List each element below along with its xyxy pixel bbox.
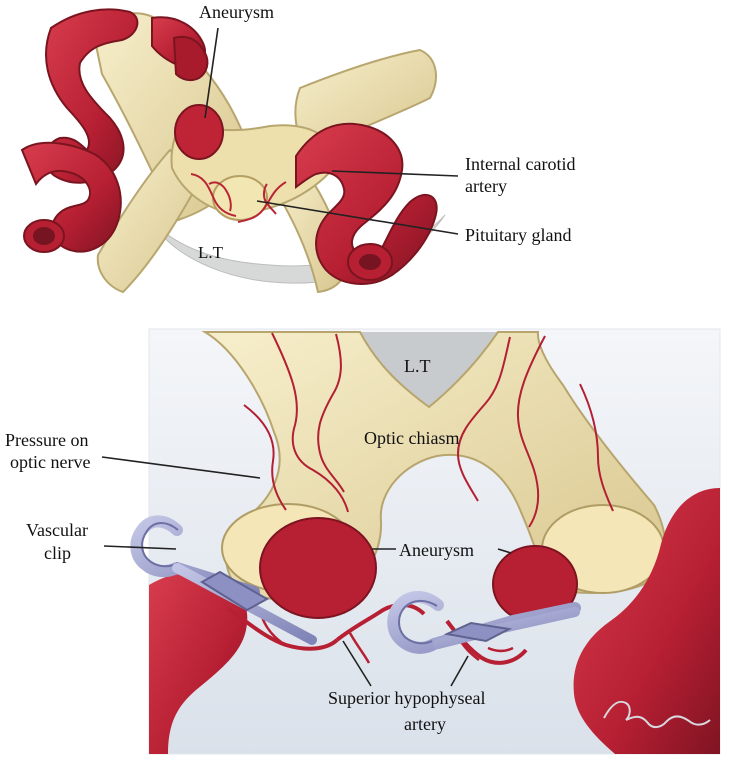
- top-leader-pituitary: [256, 200, 459, 235]
- bottom-vessel-3: [243, 404, 287, 511]
- bottom-vessel-5: [456, 336, 511, 502]
- bottom-label-lt: L.T: [404, 356, 431, 376]
- bottom-illustration: L.T Optic chiasm Pressure on optic nerve…: [5, 328, 721, 755]
- bottom-small-artery-left: [226, 607, 339, 651]
- top-label-aneurysm: Aneurysm: [199, 2, 274, 22]
- bottom-leader-superior-right: [450, 655, 469, 687]
- top-artery-left-end-lumen: [33, 227, 55, 245]
- bottom-label-pressure-line2: optic nerve: [10, 452, 90, 472]
- top-label-lt: L.T: [198, 243, 224, 262]
- bottom-leader-superior-left: [342, 640, 372, 687]
- bottom-label-superior-line1: Superior hypophyseal: [328, 688, 485, 708]
- bottom-aneurysm-left: [259, 517, 377, 619]
- bottom-artery-left: [149, 572, 248, 754]
- top-optic-tract-left: [96, 148, 202, 294]
- top-artery-right-end-lumen: [359, 254, 381, 270]
- bottom-vessel-4: [516, 335, 546, 528]
- top-label-internal-carotid-line1: Internal carotid: [465, 154, 575, 174]
- top-leader-internal-carotid: [331, 170, 459, 177]
- bottom-signature-mark: [603, 700, 711, 729]
- bottom-artery-right: [573, 488, 720, 754]
- bottom-label-aneurysm: Aneurysm: [399, 540, 474, 560]
- bottom-label-optic-chiasm: Optic chiasm: [364, 428, 459, 448]
- bottom-leader-aneurysm-right: [497, 548, 512, 554]
- top-artery-top-right-mid: [172, 35, 209, 82]
- top-label-pituitary: Pituitary gland: [465, 225, 572, 245]
- bottom-label-pressure-line1: Pressure on: [5, 430, 89, 450]
- top-artery-right: [295, 122, 438, 285]
- bottom-label-vascular-line1: Vascular: [26, 520, 88, 540]
- bottom-leader-vascular: [103, 545, 177, 550]
- top-vessel-1: [190, 173, 237, 217]
- bottom-label-superior-line2: artery: [404, 714, 446, 734]
- bottom-vascular-clip-center: [387, 591, 581, 654]
- bottom-vessel-2: [317, 333, 345, 493]
- bottom-vascular-clip-left: [130, 515, 317, 645]
- bottom-leader-pressure: [101, 456, 261, 479]
- bottom-label-vascular-line2: clip: [44, 543, 71, 563]
- top-artery-left: [44, 8, 139, 184]
- bottom-vessel-1: [271, 332, 349, 513]
- top-label-internal-carotid-line2: artery: [465, 176, 507, 196]
- top-illustration: Aneurysm Internal carotid artery Pituita…: [20, 2, 575, 294]
- top-vessel-3: [208, 181, 232, 212]
- bottom-vessel-6: [579, 383, 614, 512]
- top-leader-aneurysm: [204, 27, 219, 119]
- top-vessel-2: [237, 181, 287, 223]
- top-vessel-4: [262, 183, 277, 215]
- bottom-small-artery-mid: [335, 602, 426, 642]
- bottom-small-artery-branches: [260, 616, 514, 664]
- top-aneurysm: [174, 104, 224, 160]
